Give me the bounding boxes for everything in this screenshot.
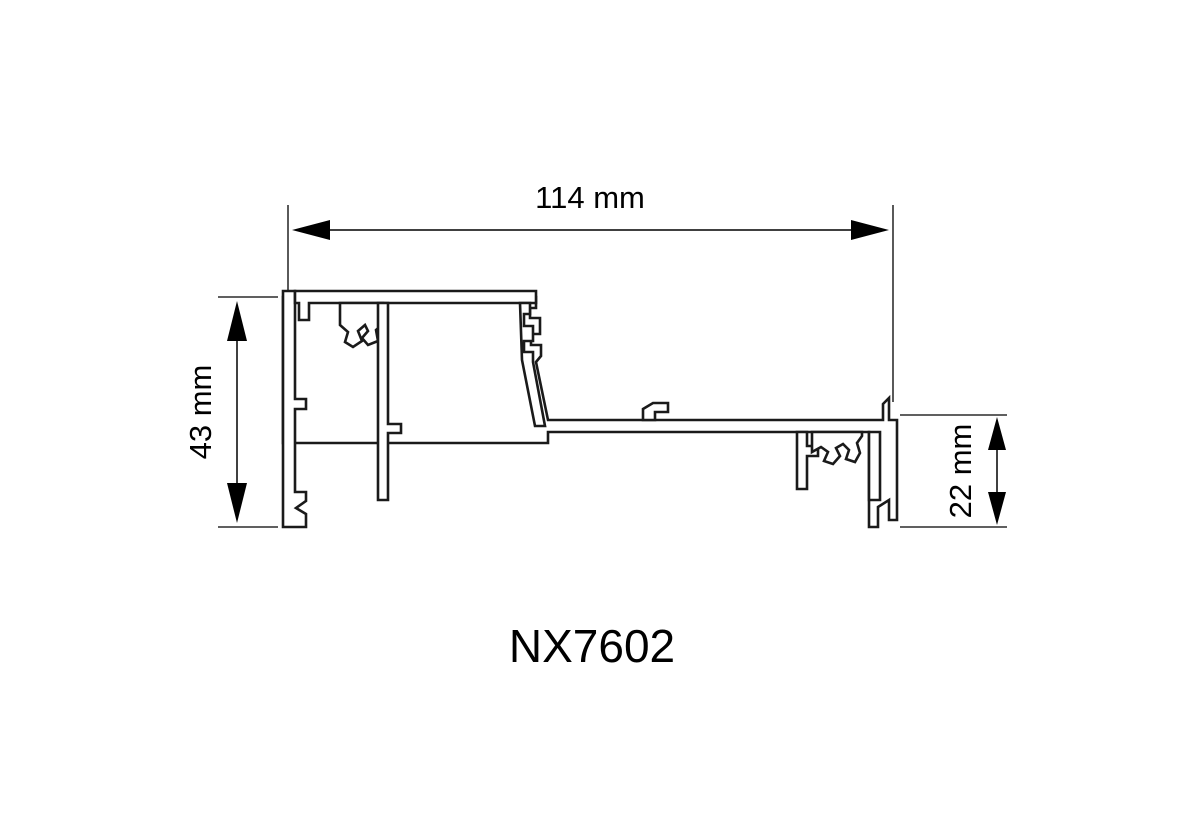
dimension-right-height: 22 mm — [900, 414, 1007, 528]
arrow-head-right-icon — [851, 220, 889, 240]
arrow-head-bottom-icon — [227, 483, 247, 523]
dimension-left-height: 43 mm — [183, 296, 278, 528]
dimension-overall-width: 114 mm — [287, 180, 894, 402]
arrow-head-top-icon — [988, 417, 1006, 450]
profile-interior-fin — [376, 301, 403, 502]
arrow-head-top-icon — [227, 301, 247, 341]
profile-top-screw-channel — [338, 301, 385, 349]
dimension-label-left-height: 43 mm — [183, 365, 218, 460]
arrow-head-bottom-icon — [988, 492, 1006, 525]
profile-central-riser — [518, 301, 547, 428]
arrow-head-left-icon — [292, 220, 330, 240]
profile-right-wall-inner — [867, 430, 882, 502]
profile-lower-screw-channel — [810, 430, 864, 466]
dimension-label-right-height: 22 mm — [943, 424, 978, 519]
profile-cross-section — [281, 289, 899, 529]
profile-top-wall-notch — [293, 289, 538, 322]
dimension-label-overall-width: 114 mm — [535, 180, 645, 215]
profile-shelf-upstand-hook — [641, 401, 670, 422]
profile-left-wall — [281, 289, 308, 529]
part-label: NX7602 — [509, 620, 675, 672]
